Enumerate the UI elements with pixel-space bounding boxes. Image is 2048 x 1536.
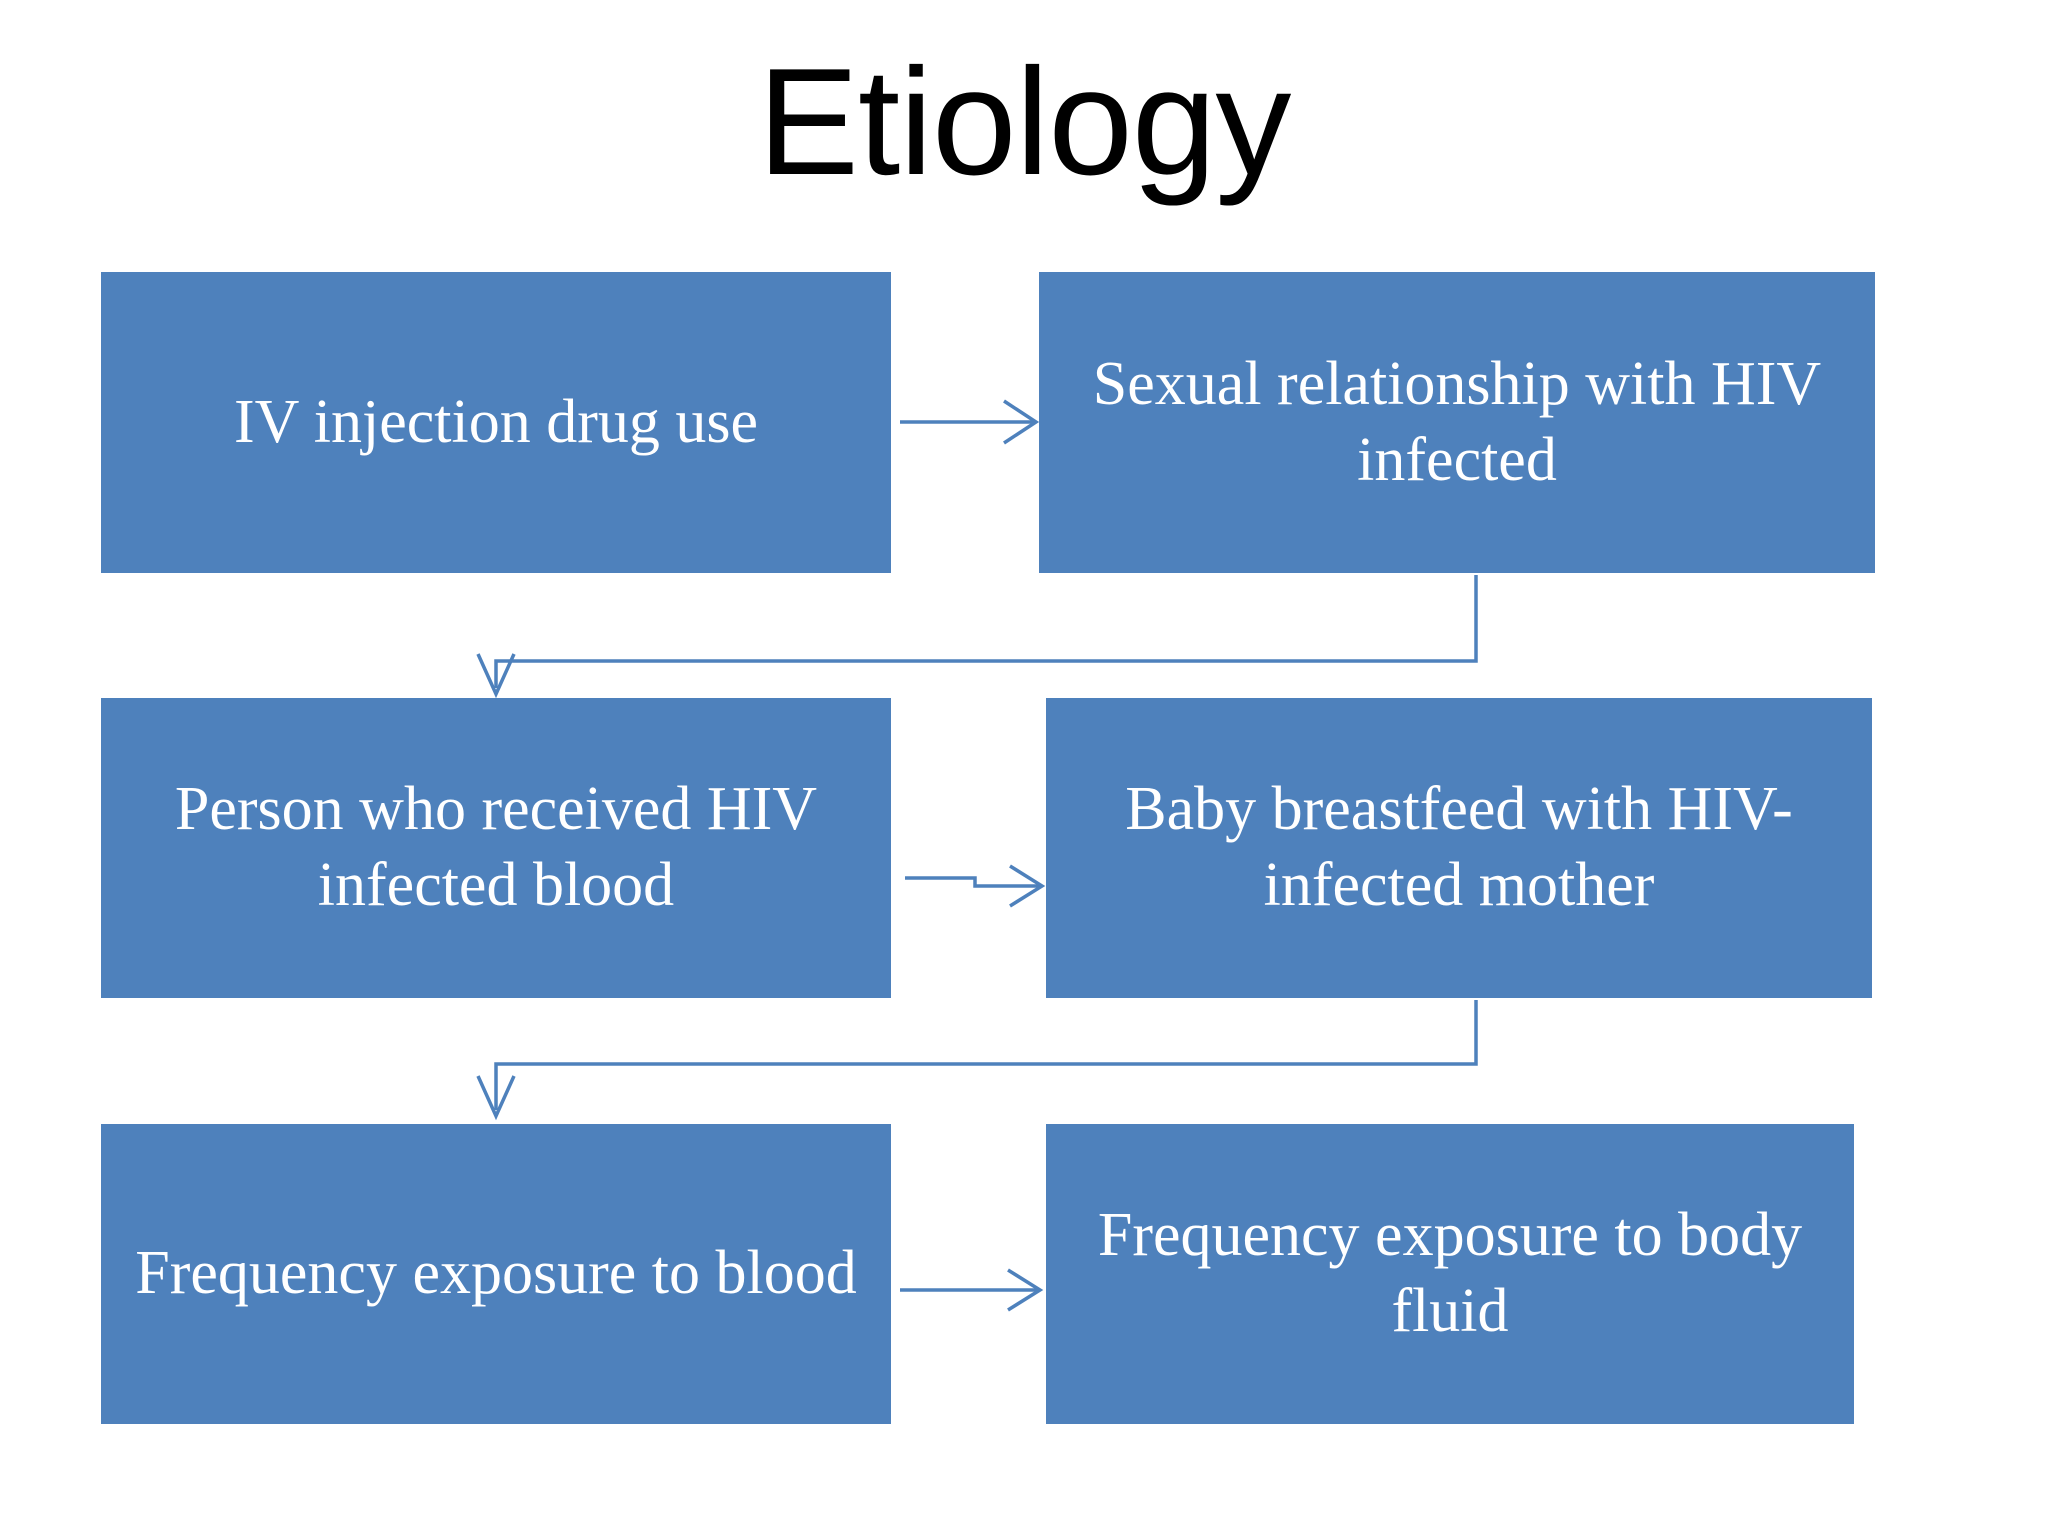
- flow-node-iv-drug-use[interactable]: IV injection drug use: [101, 272, 891, 573]
- flow-node-label: Frequency exposure to blood: [135, 1239, 857, 1308]
- arrow-row1-icon: [900, 399, 1040, 445]
- flow-node-exposure-blood[interactable]: Frequency exposure to blood: [101, 1124, 891, 1424]
- page-title: Etiology: [757, 37, 1292, 207]
- arrow-row3-icon: [900, 1268, 1044, 1312]
- flow-node-label: Frequency exposure to body fluid: [1097, 1201, 1803, 1345]
- flow-node-label: Person who received HIV infected blood: [174, 775, 818, 919]
- flow-node-label: Sexual relationship with HIV infected: [1092, 349, 1822, 494]
- elbow-row2-to-row3-icon: [476, 1000, 1478, 1121]
- flow-node-exposure-fluid[interactable]: Frequency exposure to body fluid: [1046, 1124, 1854, 1424]
- flow-node-label: Baby breastfeed with HIV-infected mother: [1125, 775, 1793, 919]
- elbow-row1-to-row2-icon: [476, 575, 1478, 699]
- arrow-row2-icon: [905, 864, 1046, 908]
- flow-node-label: IV injection drug use: [233, 387, 759, 456]
- flow-node-breastfeed[interactable]: Baby breastfeed with HIV-infected mother: [1046, 698, 1872, 998]
- flow-node-sexual-relation[interactable]: Sexual relationship with HIV infected: [1039, 272, 1875, 573]
- flow-node-received-blood[interactable]: Person who received HIV infected blood: [101, 698, 891, 998]
